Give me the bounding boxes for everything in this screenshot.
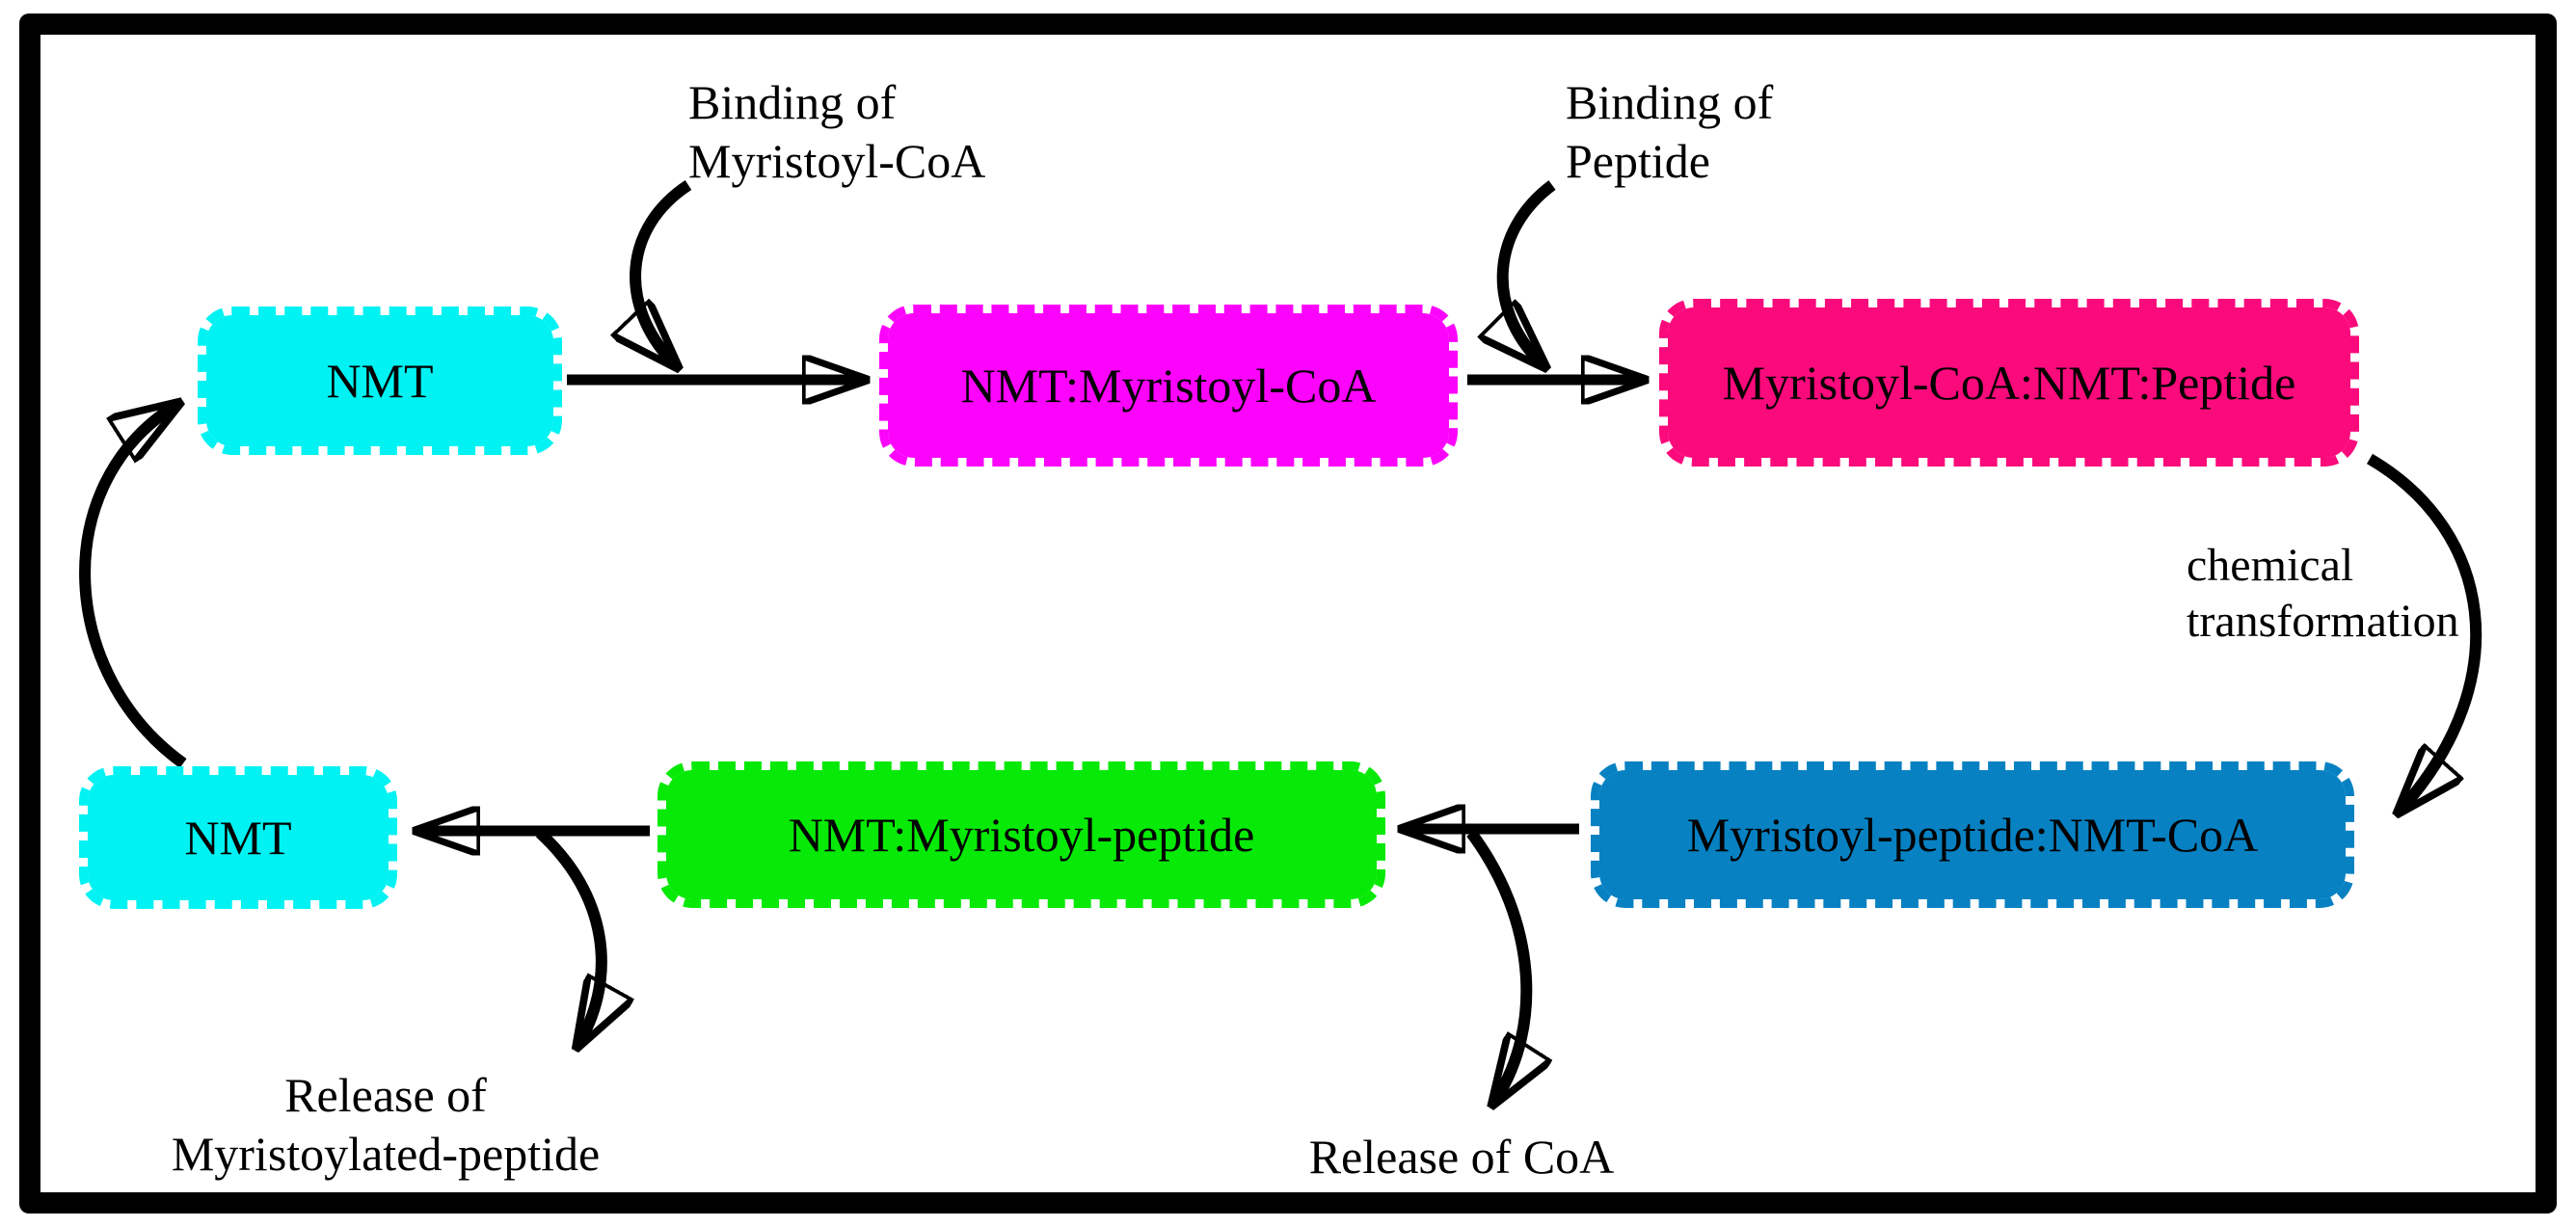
- node-myristoyl-coa-nmt-peptide-label: Myristoyl-CoA:NMT:Peptide: [1722, 356, 2296, 410]
- annotation-line: transformation: [2187, 596, 2459, 647]
- annotation-line: Peptide: [1566, 134, 1710, 188]
- diagram-frame: [19, 13, 2557, 1214]
- arrow-binding-peptide: [1503, 180, 1552, 362]
- node-nmt-myristoyl-peptide-label: NMT:Myristoyl-peptide: [788, 808, 1255, 862]
- node-nmt-myristoyl-coa-label: NMT:Myristoyl-CoA: [960, 359, 1377, 413]
- node-nmt-myristoyl-coa: NMT:Myristoyl-CoA: [879, 305, 1458, 467]
- node-nmt-myristoyl-peptide: NMT:Myristoyl-peptide: [657, 761, 1385, 908]
- arrow-release-myristoylated-peptide: [535, 828, 602, 1041]
- annotation-line: Release of CoA: [1308, 1130, 1615, 1184]
- annotation-release-coa: Release of CoA: [1273, 1128, 1650, 1187]
- node-nmt-start: NMT: [198, 307, 562, 455]
- node-myristoyl-peptide-nmt-coa: Myristoyl-peptide:NMT-CoA: [1591, 761, 2354, 908]
- annotation-line: Release of: [284, 1068, 487, 1122]
- arrow-binding-myristoyl-coa: [635, 179, 692, 362]
- annotation-binding-myristoyl-coa: Binding of Myristoyl-CoA: [688, 73, 985, 191]
- annotation-binding-peptide: Binding of Peptide: [1566, 73, 1773, 191]
- annotation-line: Binding of: [688, 75, 897, 129]
- node-nmt-end: NMT: [79, 766, 397, 909]
- annotation-line: Myristoyl-CoA: [688, 134, 986, 188]
- arrow-release-coa: [1466, 829, 1526, 1099]
- annotation-line: Myristoylated-peptide: [171, 1127, 601, 1181]
- annotation-chemical-transformation: chemical transformation: [2187, 538, 2459, 650]
- arrow-chemical-transformation: [2366, 453, 2482, 808]
- annotation-release-myristoylated-peptide: Release of Myristoylated-peptide: [106, 1066, 665, 1184]
- annotation-line: Binding of: [1566, 75, 1774, 129]
- node-nmt-end-label: NMT: [184, 811, 292, 865]
- node-myristoyl-coa-nmt-peptide: Myristoyl-CoA:NMT:Peptide: [1659, 299, 2359, 467]
- arrow-nmt-recycle: [79, 407, 183, 768]
- node-myristoyl-peptide-nmt-coa-label: Myristoyl-peptide:NMT-CoA: [1686, 808, 2259, 862]
- annotation-line: chemical: [2187, 540, 2354, 591]
- node-nmt-start-label: NMT: [326, 354, 434, 408]
